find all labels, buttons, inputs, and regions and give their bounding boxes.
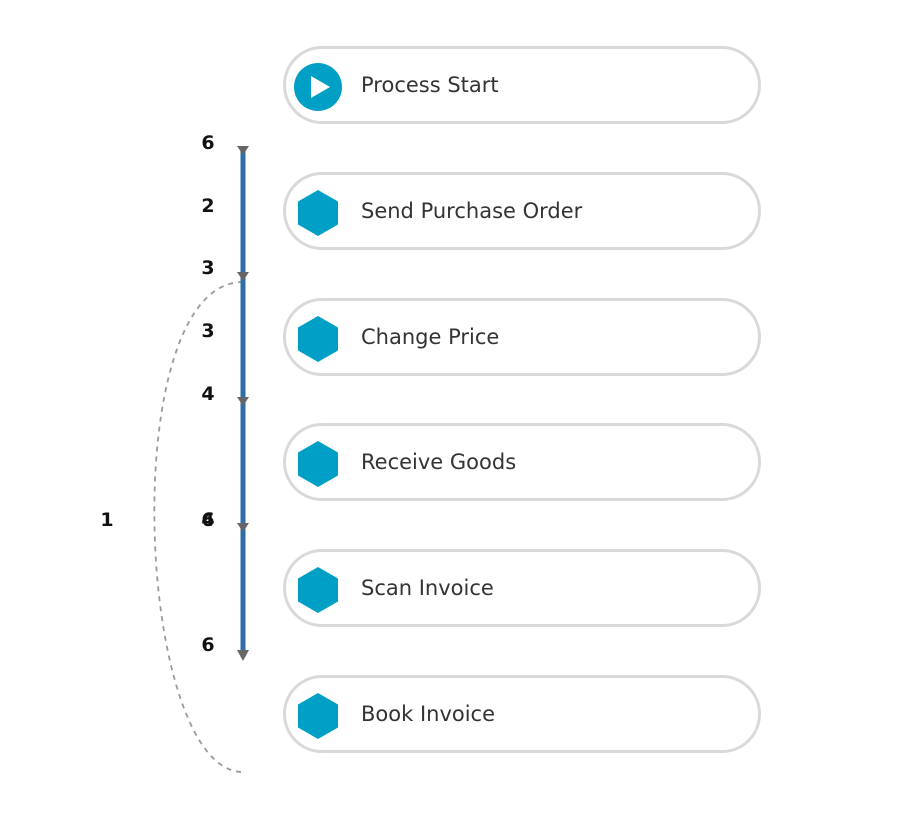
hexagon-icon	[298, 316, 338, 362]
hexagon-icon	[298, 190, 338, 236]
edge-count-label: 4	[201, 509, 215, 531]
node-label: Send Purchase Order	[361, 199, 583, 223]
node-change-price[interactable]: Change Price	[283, 298, 761, 376]
edge-count-label: 2	[201, 195, 215, 217]
node-label: Change Price	[361, 325, 500, 349]
edge-count-label: 6	[201, 509, 215, 531]
arrow-head	[237, 146, 249, 155]
hexagon-icon	[298, 567, 338, 613]
node-label: Book Invoice	[361, 702, 496, 726]
node-process-start[interactable]: Process Start	[283, 46, 761, 124]
arrow-head	[237, 397, 249, 406]
node-label: Scan Invoice	[361, 576, 494, 600]
loop-dashed-edge	[153, 281, 244, 773]
edge-count-label: 3	[201, 320, 215, 342]
edge-count-label: 3	[201, 257, 215, 279]
edge-count-label: 6	[201, 634, 215, 656]
play-icon	[294, 63, 342, 111]
node-receive-goods[interactable]: Receive Goods	[283, 423, 761, 501]
hexagon-icon	[298, 693, 338, 739]
node-label: Receive Goods	[361, 450, 517, 474]
arrow-head	[237, 650, 249, 661]
edge-count-label: 4	[201, 383, 215, 405]
node-scan-invoice[interactable]: Scan Invoice	[283, 549, 761, 627]
arrow-head	[237, 523, 249, 532]
node-book-invoice[interactable]: Book Invoice	[283, 675, 761, 753]
hexagon-icon	[298, 441, 338, 487]
edge-count-label: 6	[201, 132, 215, 154]
loop-count-label: 1	[100, 509, 114, 531]
node-send-purchase-order[interactable]: Send Purchase Order	[283, 172, 761, 250]
node-label: Process Start	[361, 73, 499, 97]
arrow-head	[237, 272, 249, 281]
